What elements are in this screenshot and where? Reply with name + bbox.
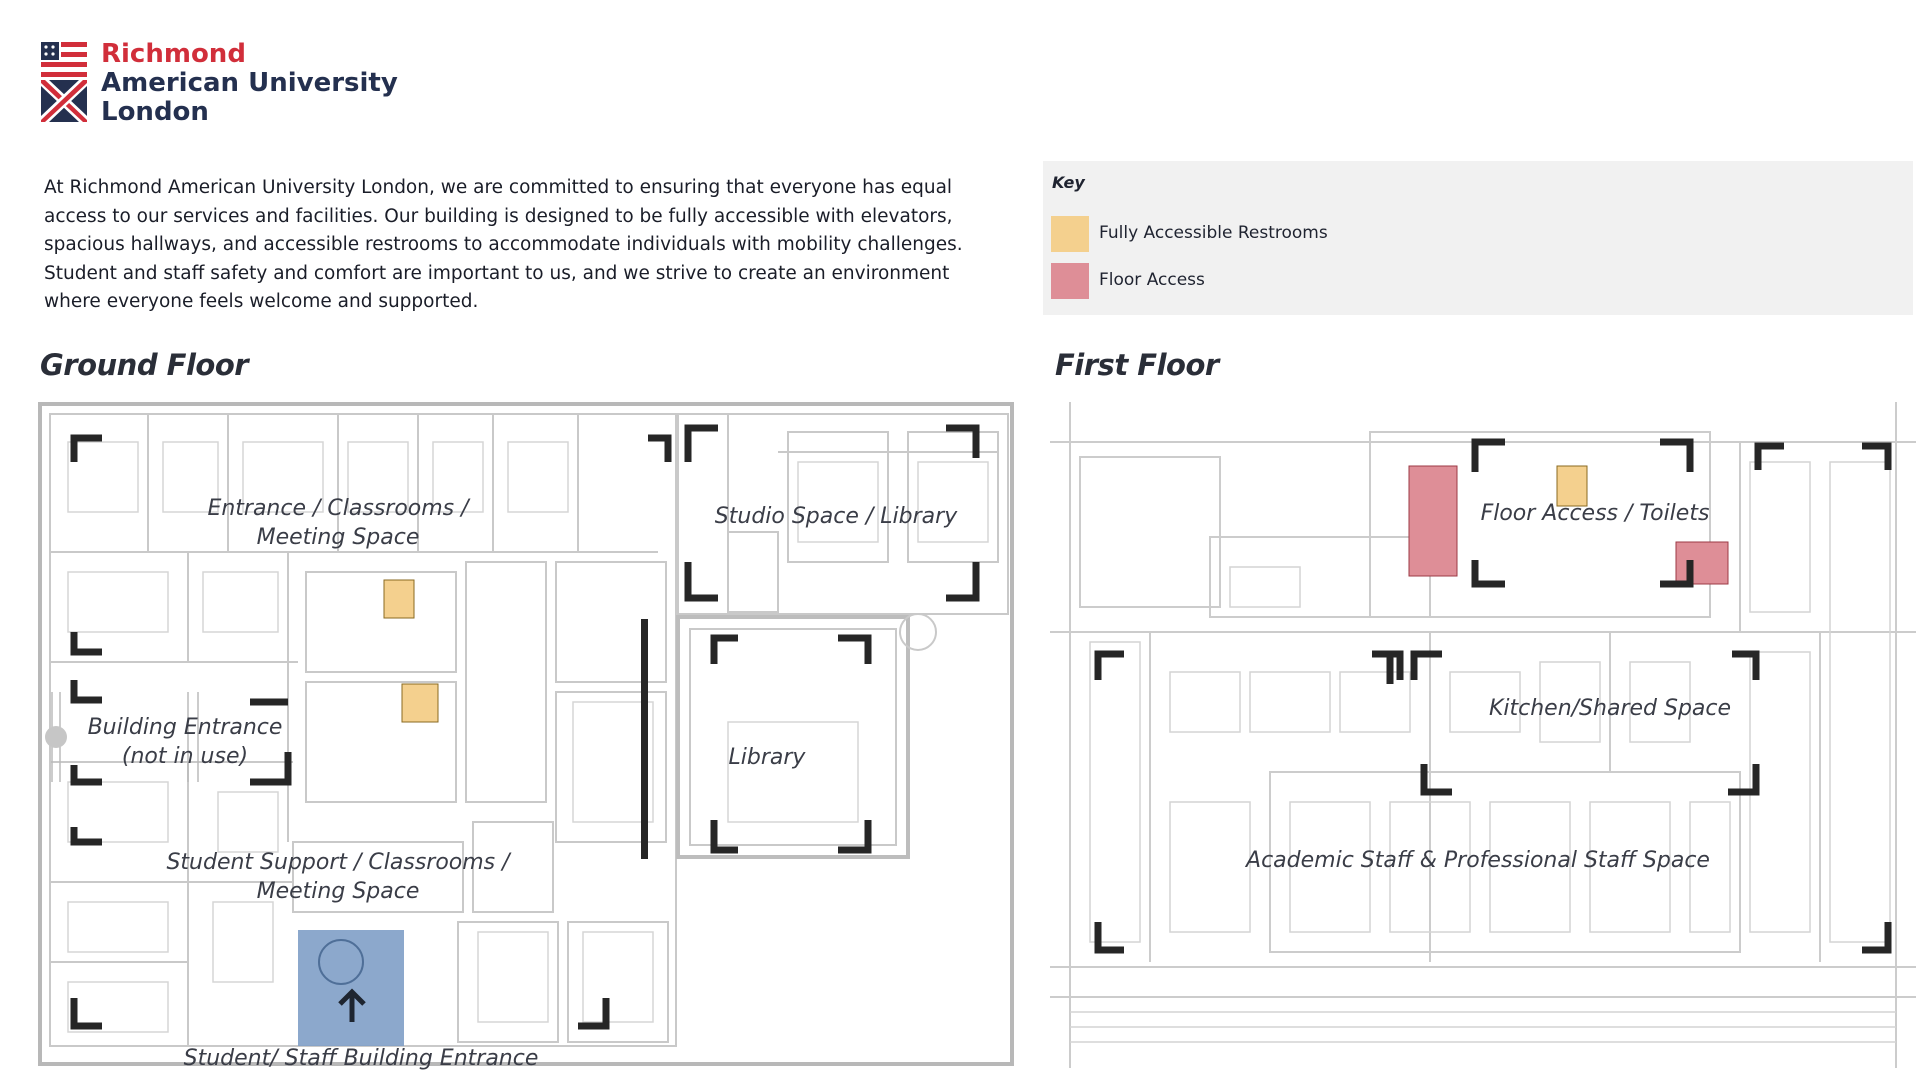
label-building-entrance-2: (not in use)	[121, 744, 249, 769]
floor-access-stair	[1408, 465, 1458, 577]
zone-brackets	[70, 424, 980, 1030]
logo-line-3: London	[101, 97, 209, 127]
label-floor-access-toilets: Floor Access / Toilets	[1480, 501, 1710, 526]
restroom-accessible-1	[383, 579, 415, 619]
intro-paragraph: At Richmond American University London, …	[44, 177, 963, 312]
floor-access-swatch	[1051, 263, 1089, 299]
first-floor-title: First Floor	[1055, 348, 1219, 382]
logo-line-2: American University	[101, 68, 398, 98]
label-academic-staff: Academic Staff & Professional Staff Spac…	[1246, 848, 1710, 873]
label-entrance-classrooms-1: Entrance / Classrooms /	[207, 496, 469, 521]
label-library: Library	[728, 745, 806, 770]
key-label-floor-access: Floor Access	[1099, 270, 1205, 290]
key-title: Key	[1052, 173, 1085, 192]
us-uk-flag-icon	[41, 42, 87, 122]
map-key: Key Fully Accessible Restrooms Floor Acc…	[1043, 161, 1913, 315]
label-student-support-1: Student Support / Classrooms /	[166, 850, 510, 875]
logo-line-1: Richmond	[101, 39, 246, 69]
first-floor-drawing	[1050, 402, 1916, 1068]
label-entrance-classrooms-2: Meeting Space	[256, 525, 420, 550]
ground-floor-title: Ground Floor	[40, 348, 249, 382]
restroom-accessible-2	[401, 683, 439, 723]
label-studio-library: Studio Space / Library	[714, 504, 958, 529]
entrance-arrow-icon	[338, 988, 366, 1022]
restroom-accessible-first-floor	[1556, 465, 1588, 507]
label-kitchen: Kitchen/Shared Space	[1488, 696, 1732, 721]
label-student-support-2: Meeting Space	[256, 879, 420, 904]
label-student-staff-entrance: Student/ Staff Building Entrance	[183, 1046, 539, 1071]
floor-access-lift	[1675, 541, 1729, 585]
accessible-restroom-swatch	[1051, 216, 1089, 252]
first-floor-plan: Floor Access / Toilets Kitchen/Shared Sp…	[1050, 402, 1916, 1068]
student-staff-entrance-area	[298, 930, 404, 1046]
key-label-restrooms: Fully Accessible Restrooms	[1099, 223, 1328, 243]
label-building-entrance-1: Building Entrance	[87, 715, 283, 740]
university-logo: Richmond American University London	[41, 39, 401, 127]
ground-floor-plan: Entrance / Classrooms / Meeting Space St…	[38, 402, 1014, 1071]
first-floor-zone-brackets	[1094, 438, 1892, 954]
ground-floor-drawing	[38, 402, 1014, 1066]
